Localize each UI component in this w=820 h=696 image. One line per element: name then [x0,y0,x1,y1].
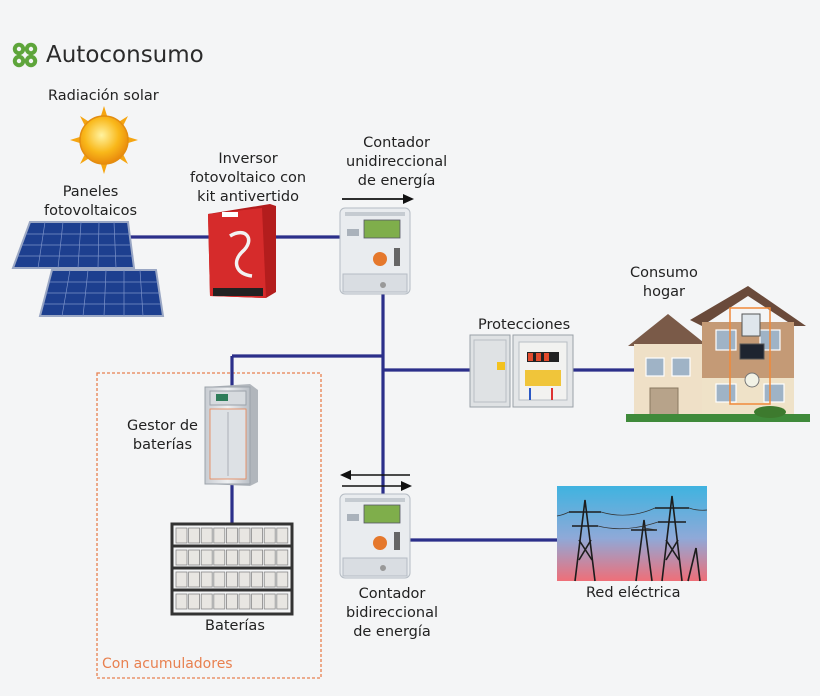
battery-cell [188,527,201,544]
electrical-panel-icon [469,334,574,408]
battery-cell [238,593,251,610]
battery-cell [251,527,264,544]
battery-cell [200,549,213,566]
arrow-bidirectional-icon [340,470,412,491]
battery-cell [200,571,213,588]
battery-cell [263,593,276,610]
battery-cell [175,593,188,610]
solar-radiation-label: Radiación solar [48,88,159,104]
battery-cell [213,593,226,610]
solar-panels-icon [11,221,165,317]
inverter-icon [208,204,276,298]
accumulators-label: Con acumuladores [102,656,233,672]
battery-cell [251,549,264,566]
batteries-label: Baterías [205,618,265,634]
power-tower-icon [556,486,708,582]
arrow-right-icon [342,194,414,204]
battery-cell [175,549,188,566]
battery-cell [188,593,201,610]
battery-cell [276,593,289,610]
page-title: Autoconsumo [46,42,204,68]
battery-cell [276,549,289,566]
protections-label: Protecciones [478,317,571,333]
battery-cell [238,527,251,544]
battery-cell [276,571,289,588]
battery-cell [225,571,238,588]
battery-cell [276,527,289,544]
battery-cell [263,527,276,544]
sun-icon [70,106,138,174]
battery-cell [188,571,201,588]
battery-cell [225,549,238,566]
energy-meter-icon [339,207,411,295]
battery-cell [175,527,188,544]
battery-cell [225,527,238,544]
battery-cell [213,571,226,588]
wiring [128,235,636,542]
grid-label: Red eléctrica [586,585,681,601]
house-icon [626,286,810,422]
clover-logo-icon [12,42,38,68]
battery-cell [213,527,226,544]
battery-cell [251,571,264,588]
battery-cell [200,527,213,544]
battery-rack-icon [170,522,294,616]
battery-cell [213,549,226,566]
battery-cell [175,571,188,588]
battery-cell [263,549,276,566]
energy-meter-icon [339,493,411,579]
battery-cell [188,549,201,566]
battery-cell [225,593,238,610]
battery-cell [251,593,264,610]
battery-cell [263,571,276,588]
battery-cell [200,593,213,610]
battery-cell [238,549,251,566]
battery-cabinet-icon [204,384,258,486]
accumulator-area-box [96,372,322,679]
battery-cell [238,571,251,588]
